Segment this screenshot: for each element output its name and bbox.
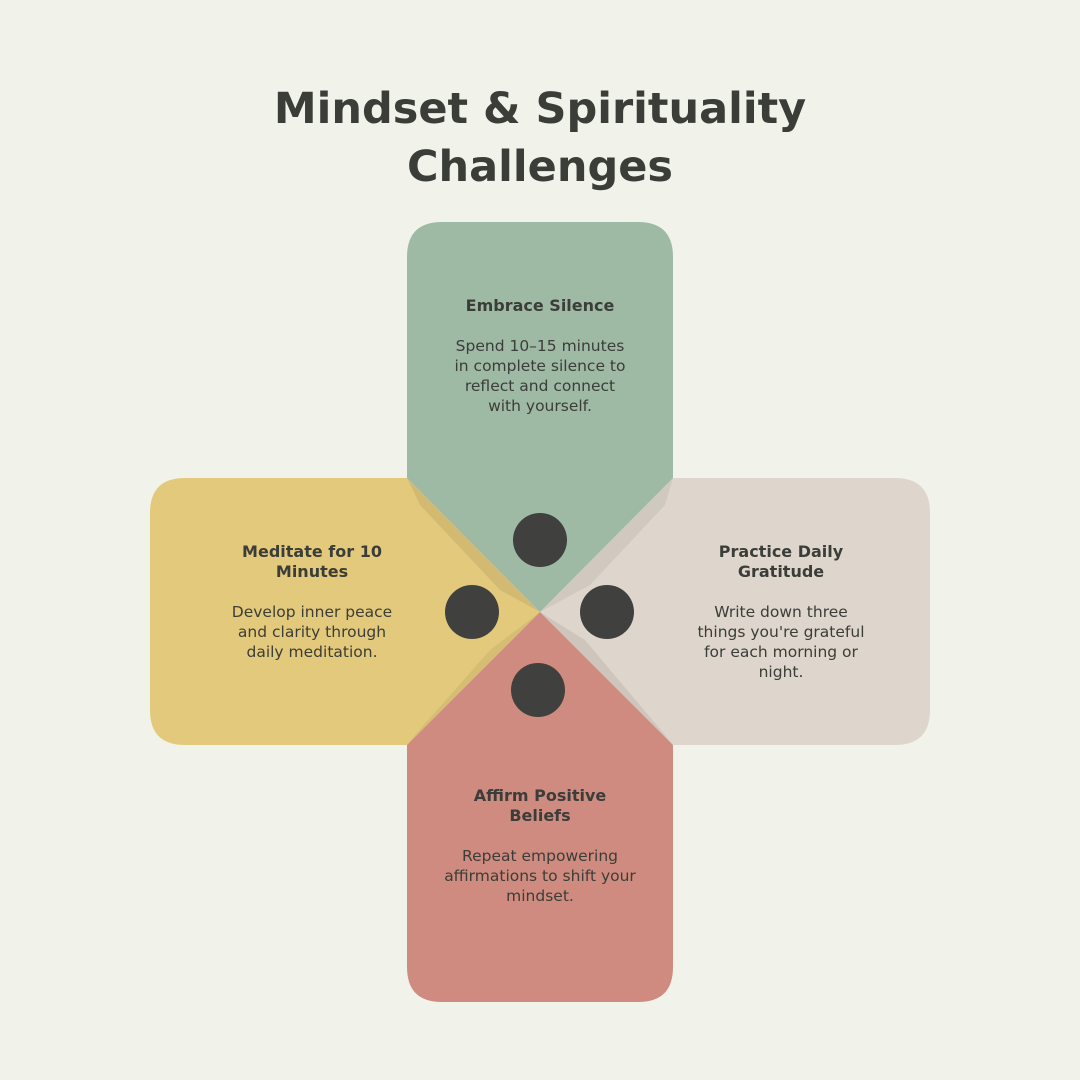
challenge-description: Repeat empowering affirmations to shift …	[444, 847, 636, 905]
challenge-description: Develop inner peace and clarity through …	[231, 603, 393, 661]
petal-right	[540, 478, 930, 745]
challenge-title: Practice Daily Gratitude	[718, 542, 844, 581]
challenge-card-left: Meditate for 10 Minutes Develop inner pe…	[222, 542, 402, 662]
dot-left	[445, 585, 499, 639]
dot-right	[580, 585, 634, 639]
petal-top	[407, 222, 673, 612]
title-line-2: Challenges	[407, 142, 673, 192]
title-line-1: Mindset & Spirituality	[273, 84, 807, 134]
challenge-card-top: Embrace Silence Spend 10–15 minutes in c…	[430, 296, 650, 416]
challenge-title: Meditate for 10 Minutes	[242, 542, 382, 581]
fold-shadow-bottom-left	[407, 612, 540, 745]
challenge-card-bottom: Affirm Positive Beliefs Repeat empowerin…	[440, 786, 640, 906]
petal-bottom	[407, 612, 673, 1002]
petal-left	[150, 478, 540, 745]
challenge-title: Embrace Silence	[465, 296, 615, 315]
challenge-description: Write down three things you're grateful …	[697, 603, 865, 681]
page-title: Mindset & Spirituality Challenges	[0, 80, 1080, 196]
dot-top	[513, 513, 567, 567]
challenge-description: Spend 10–15 minutes in complete silence …	[454, 337, 626, 415]
challenge-title: Affirm Positive Beliefs	[473, 786, 607, 825]
fold-shadow-top-left	[407, 478, 540, 612]
fold-shadow-top-right	[540, 478, 673, 612]
dot-bottom	[511, 663, 565, 717]
challenge-card-right: Practice Daily Gratitude Write down thre…	[691, 542, 871, 682]
fold-shadow-bottom-right	[540, 612, 673, 745]
